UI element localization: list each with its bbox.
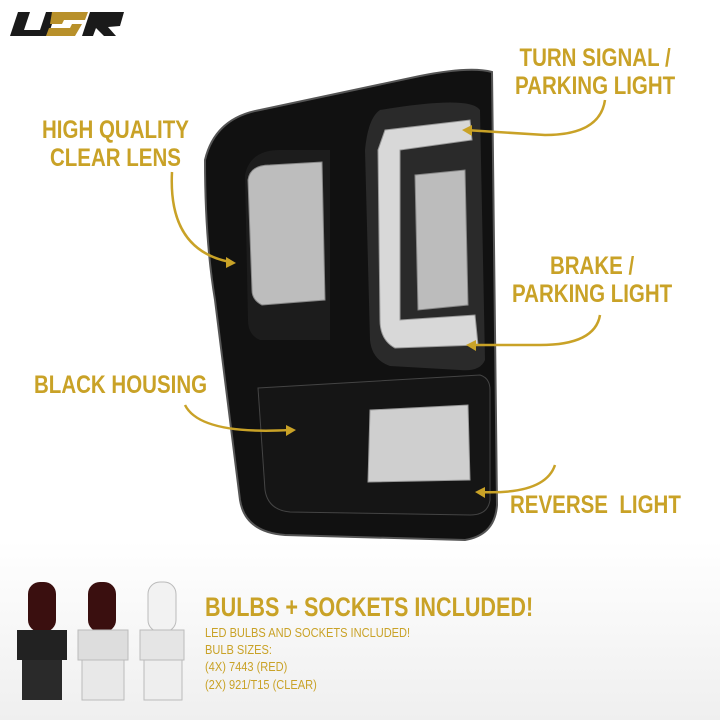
callout-brake: BRAKE / PARKING LIGHT [512,252,672,308]
callout-housing: BLACK HOUSING [34,371,207,399]
callout-reverse: REVERSE LIGHT [510,435,681,547]
callout-text: PARKING LIGHT [515,72,676,100]
arrow-housing [183,404,291,432]
arrow-turn-signal [464,99,607,137]
callout-text: HIGH QUALITY [42,116,189,144]
bulbs-line: BULB SIZES: [205,642,272,657]
tail-light [203,68,499,542]
callout-text: REVERSE LIGHT [510,491,681,519]
usr-logo [10,12,124,36]
callout-text: TURN SIGNAL / [519,44,671,72]
bulbs-line: LED BULBS AND SOCKETS INCLUDED! [205,625,411,640]
bulbs-image [17,581,185,701]
arrow-reverse [479,464,557,494]
callout-turn-signal: TURN SIGNAL / PARKING LIGHT [515,44,675,100]
bulbs-title: BULBS + SOCKETS INCLUDED! [205,592,534,622]
bulbs-line: (4X) 7443 (RED) [205,659,288,674]
bulbs-line: (2X) 921/T15 (CLEAR) [205,677,317,692]
callout-text: PARKING LIGHT [512,280,673,308]
callout-text: BRAKE / [549,252,635,280]
callout-text: BLACK HOUSING [34,371,208,399]
arrow-brake [470,314,602,347]
callout-arrows [170,99,607,494]
callout-text: CLEAR LENS [49,144,181,172]
callout-clear-lens: HIGH QUALITY CLEAR LENS [42,116,189,172]
arrow-clear-lens [170,171,231,264]
